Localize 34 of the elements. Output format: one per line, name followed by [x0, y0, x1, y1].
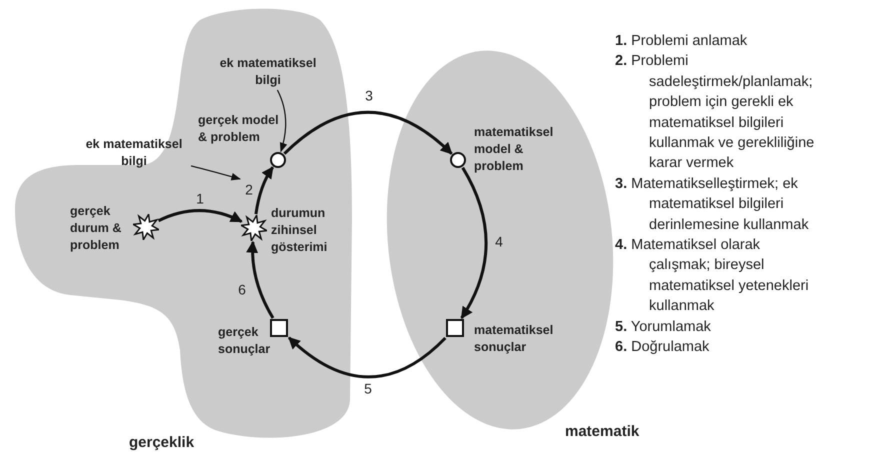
star-shape — [133, 214, 159, 240]
node-label: matematiksel model & problem — [474, 124, 554, 175]
step-description: 3. Matematikselleştirmek; ek matematiksel bilgileri derinlemesine kullanmak — [615, 174, 810, 235]
annotation-text: ek matematiksel bilgi — [78, 136, 190, 170]
step-description: 5. Yorumlamak — [615, 318, 712, 337]
node-label: durumun zihinsel gösterimi — [271, 205, 328, 256]
edge-label: 5 — [363, 382, 373, 396]
arrow — [246, 240, 274, 319]
leader-arrow — [190, 165, 241, 180]
star-shape — [241, 215, 267, 241]
square-shape — [446, 319, 464, 337]
arrow — [254, 166, 274, 214]
node-label: gerçek model & problem — [198, 112, 280, 146]
arrow — [460, 166, 488, 320]
edge-label: 4 — [494, 234, 504, 250]
edge-label: 1 — [195, 192, 205, 206]
arrow — [283, 110, 453, 155]
arrow — [276, 90, 288, 152]
region-label: gerçeklik — [129, 434, 194, 451]
edge-label: 2 — [244, 182, 254, 198]
edge-label: 6 — [237, 282, 247, 298]
arrow — [288, 336, 446, 378]
edge-label: 3 — [364, 88, 374, 104]
node-label: gerçek durum & problem — [70, 203, 122, 254]
node-label: gerçek sonuçlar — [218, 324, 270, 358]
annotation-text: ek matematiksel bilgi — [212, 55, 324, 89]
region-label: matematik — [565, 423, 640, 440]
step-description: 2. Problemi sadeleştirmek/planlamak; problem için gerekli ek matematiksel bilgileri kullanmak ve gerekliliğine karar vermek — [615, 52, 816, 174]
arrow — [158, 209, 243, 223]
step-description: 6. Doğrulamak — [615, 338, 710, 358]
node-label: matematiksel sonuçlar — [474, 322, 554, 356]
square-shape — [270, 319, 288, 337]
step-description: 4. Matematiksel olarak çalışmak; bireysel matematiksel yetenekleri kullanmak — [615, 236, 810, 316]
step-description: 1. Problemi anlamak — [615, 32, 748, 51]
